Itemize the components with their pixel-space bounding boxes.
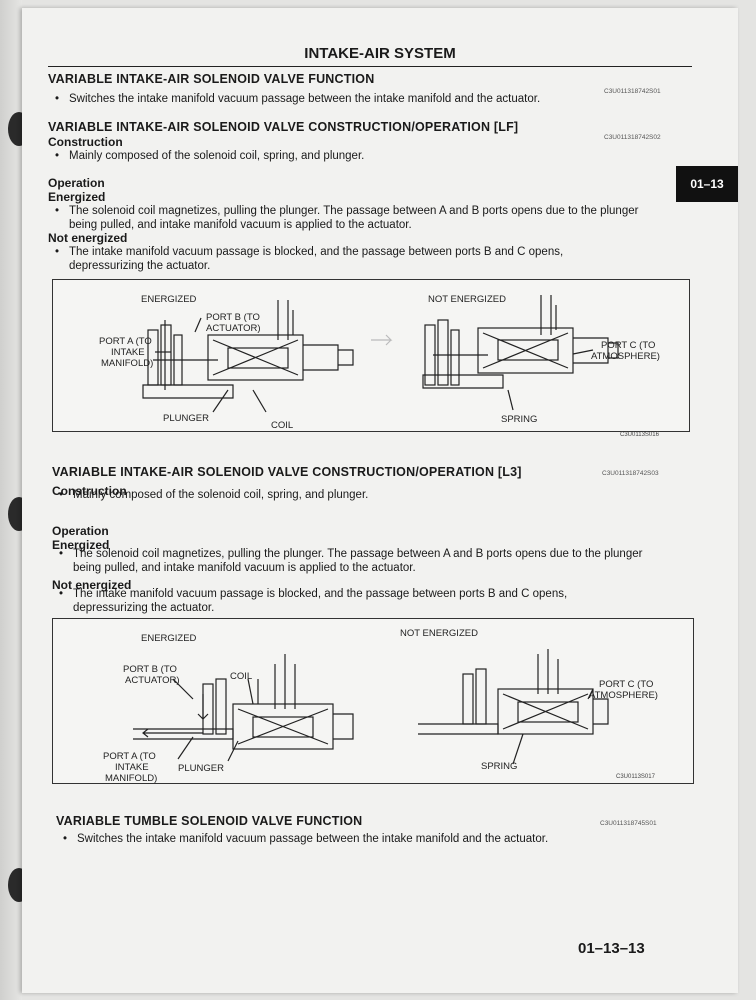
s1-bullet-text: Switches the intake manifold vacuum pass… (69, 93, 541, 105)
s2-energized-text: The solenoid coil magnetizes, pulling th… (69, 205, 639, 231)
lf-port-a-label-1: PORT A (TO (99, 336, 152, 347)
s2-not-energized-bullet: •The intake manifold vacuum passage is b… (55, 246, 564, 272)
l3-figure-code: C3U0113S017 (616, 774, 655, 780)
manual-page: INTAKE-AIR SYSTEM 01–13 VARIABLE INTAKE-… (22, 8, 738, 993)
l3-coil-label: COIL (230, 671, 252, 682)
s4-bullet-text: Switches the intake manifold vacuum pass… (77, 833, 549, 845)
s2-construction-text: Mainly composed of the solenoid coil, sp… (69, 150, 365, 162)
s3-heading: VARIABLE INTAKE-AIR SOLENOID VALVE CONST… (52, 465, 522, 479)
page-title: INTAKE-AIR SYSTEM (304, 45, 456, 62)
s2-construction-label: Construction (48, 135, 123, 149)
lf-not-energized-label: NOT ENERGIZED (428, 294, 506, 305)
l3-port-a-label-3: MANIFOLD) (105, 773, 157, 783)
l3-plunger-label: PLUNGER (178, 763, 224, 774)
s3-code: C3U011318742S03 (602, 470, 659, 477)
lf-port-a-label-2: INTAKE (111, 347, 145, 358)
s3-construction-label: Construction (52, 484, 127, 498)
s1-bullet: •Switches the intake manifold vacuum pas… (55, 93, 541, 105)
l3-port-c-label-2: ATMOSPHERE) (589, 690, 658, 701)
s2-not-energized-text: The intake manifold vacuum passage is bl… (69, 246, 564, 272)
l3-energized-label: ENERGIZED (141, 633, 197, 644)
lf-plunger-label: PLUNGER (163, 413, 209, 424)
s2-energized-label: Energized (48, 190, 106, 204)
lf-port-b-label-1: PORT B (TO (206, 312, 260, 323)
l3-solenoid-diagram: ENERGIZED NOT ENERGIZED PORT B (TO ACTUA… (103, 628, 658, 783)
l3-not-energized-label: NOT ENERGIZED (400, 628, 478, 639)
l3-port-b-label-2: ACTUATOR) (125, 675, 180, 686)
s3-energized-label: Energized (52, 538, 110, 552)
s4-heading: VARIABLE TUMBLE SOLENOID VALVE FUNCTION (56, 814, 363, 828)
s1-heading: VARIABLE INTAKE-AIR SOLENOID VALVE FUNCT… (48, 72, 375, 86)
l3-solenoid-figure: ENERGIZED NOT ENERGIZED PORT B (TO ACTUA… (52, 618, 694, 784)
lf-solenoid-figure: ENERGIZED NOT ENERGIZED PORT B (TO ACTUA… (52, 279, 690, 432)
s3-energized-bullet: •The solenoid coil magnetizes, pulling t… (59, 548, 643, 574)
section-tab: 01–13 (676, 166, 738, 202)
s2-code: C3U011318742S02 (604, 134, 661, 141)
s1-code: C3U011318742S01 (604, 88, 661, 95)
s3-operation-label: Operation (52, 524, 109, 538)
lf-port-c-label-2: ATMOSPHERE) (591, 351, 660, 362)
page-number: 01–13–13 (578, 940, 645, 957)
lf-coil-label: COIL (271, 420, 293, 431)
s2-not-energized-label: Not energized (48, 231, 128, 245)
s2-energized-bullet: •The solenoid coil magnetizes, pulling t… (55, 205, 639, 231)
s3-energized-text: The solenoid coil magnetizes, pulling th… (73, 548, 643, 574)
s3-not-energized-bullet: •The intake manifold vacuum passage is b… (59, 588, 568, 614)
s3-not-energized-label: Not energized (52, 578, 132, 592)
l3-port-a-label-1: PORT A (TO (103, 751, 156, 762)
lf-spring-label: SPRING (501, 414, 537, 425)
lf-energized-label: ENERGIZED (141, 294, 197, 305)
title-rule (48, 66, 692, 67)
l3-port-b-label-1: PORT B (TO (123, 664, 177, 675)
s3-construction-text: Mainly composed of the solenoid coil, sp… (73, 489, 369, 501)
s4-bullet: •Switches the intake manifold vacuum pas… (63, 833, 549, 845)
s2-operation-label: Operation (48, 176, 105, 190)
lf-figure-code: C3U0113S016 (620, 432, 659, 438)
lf-port-a-label-3: MANIFOLD) (101, 358, 153, 369)
l3-spring-label: SPRING (481, 761, 517, 772)
l3-port-a-label-2: INTAKE (115, 762, 149, 773)
s3-construction-bullet: •Mainly composed of the solenoid coil, s… (59, 489, 369, 501)
s2-heading: VARIABLE INTAKE-AIR SOLENOID VALVE CONST… (48, 120, 519, 134)
lf-port-c-label-1: PORT C (TO (601, 340, 655, 351)
lf-port-b-label-2: ACTUATOR) (206, 323, 261, 334)
s2-construction-bullet: •Mainly composed of the solenoid coil, s… (55, 150, 365, 162)
s4-code: C3U011318745S01 (600, 820, 657, 827)
s3-not-energized-text: The intake manifold vacuum passage is bl… (73, 588, 568, 614)
l3-port-c-label-1: PORT C (TO (599, 679, 653, 690)
lf-solenoid-diagram: ENERGIZED NOT ENERGIZED PORT B (TO ACTUA… (99, 294, 660, 431)
